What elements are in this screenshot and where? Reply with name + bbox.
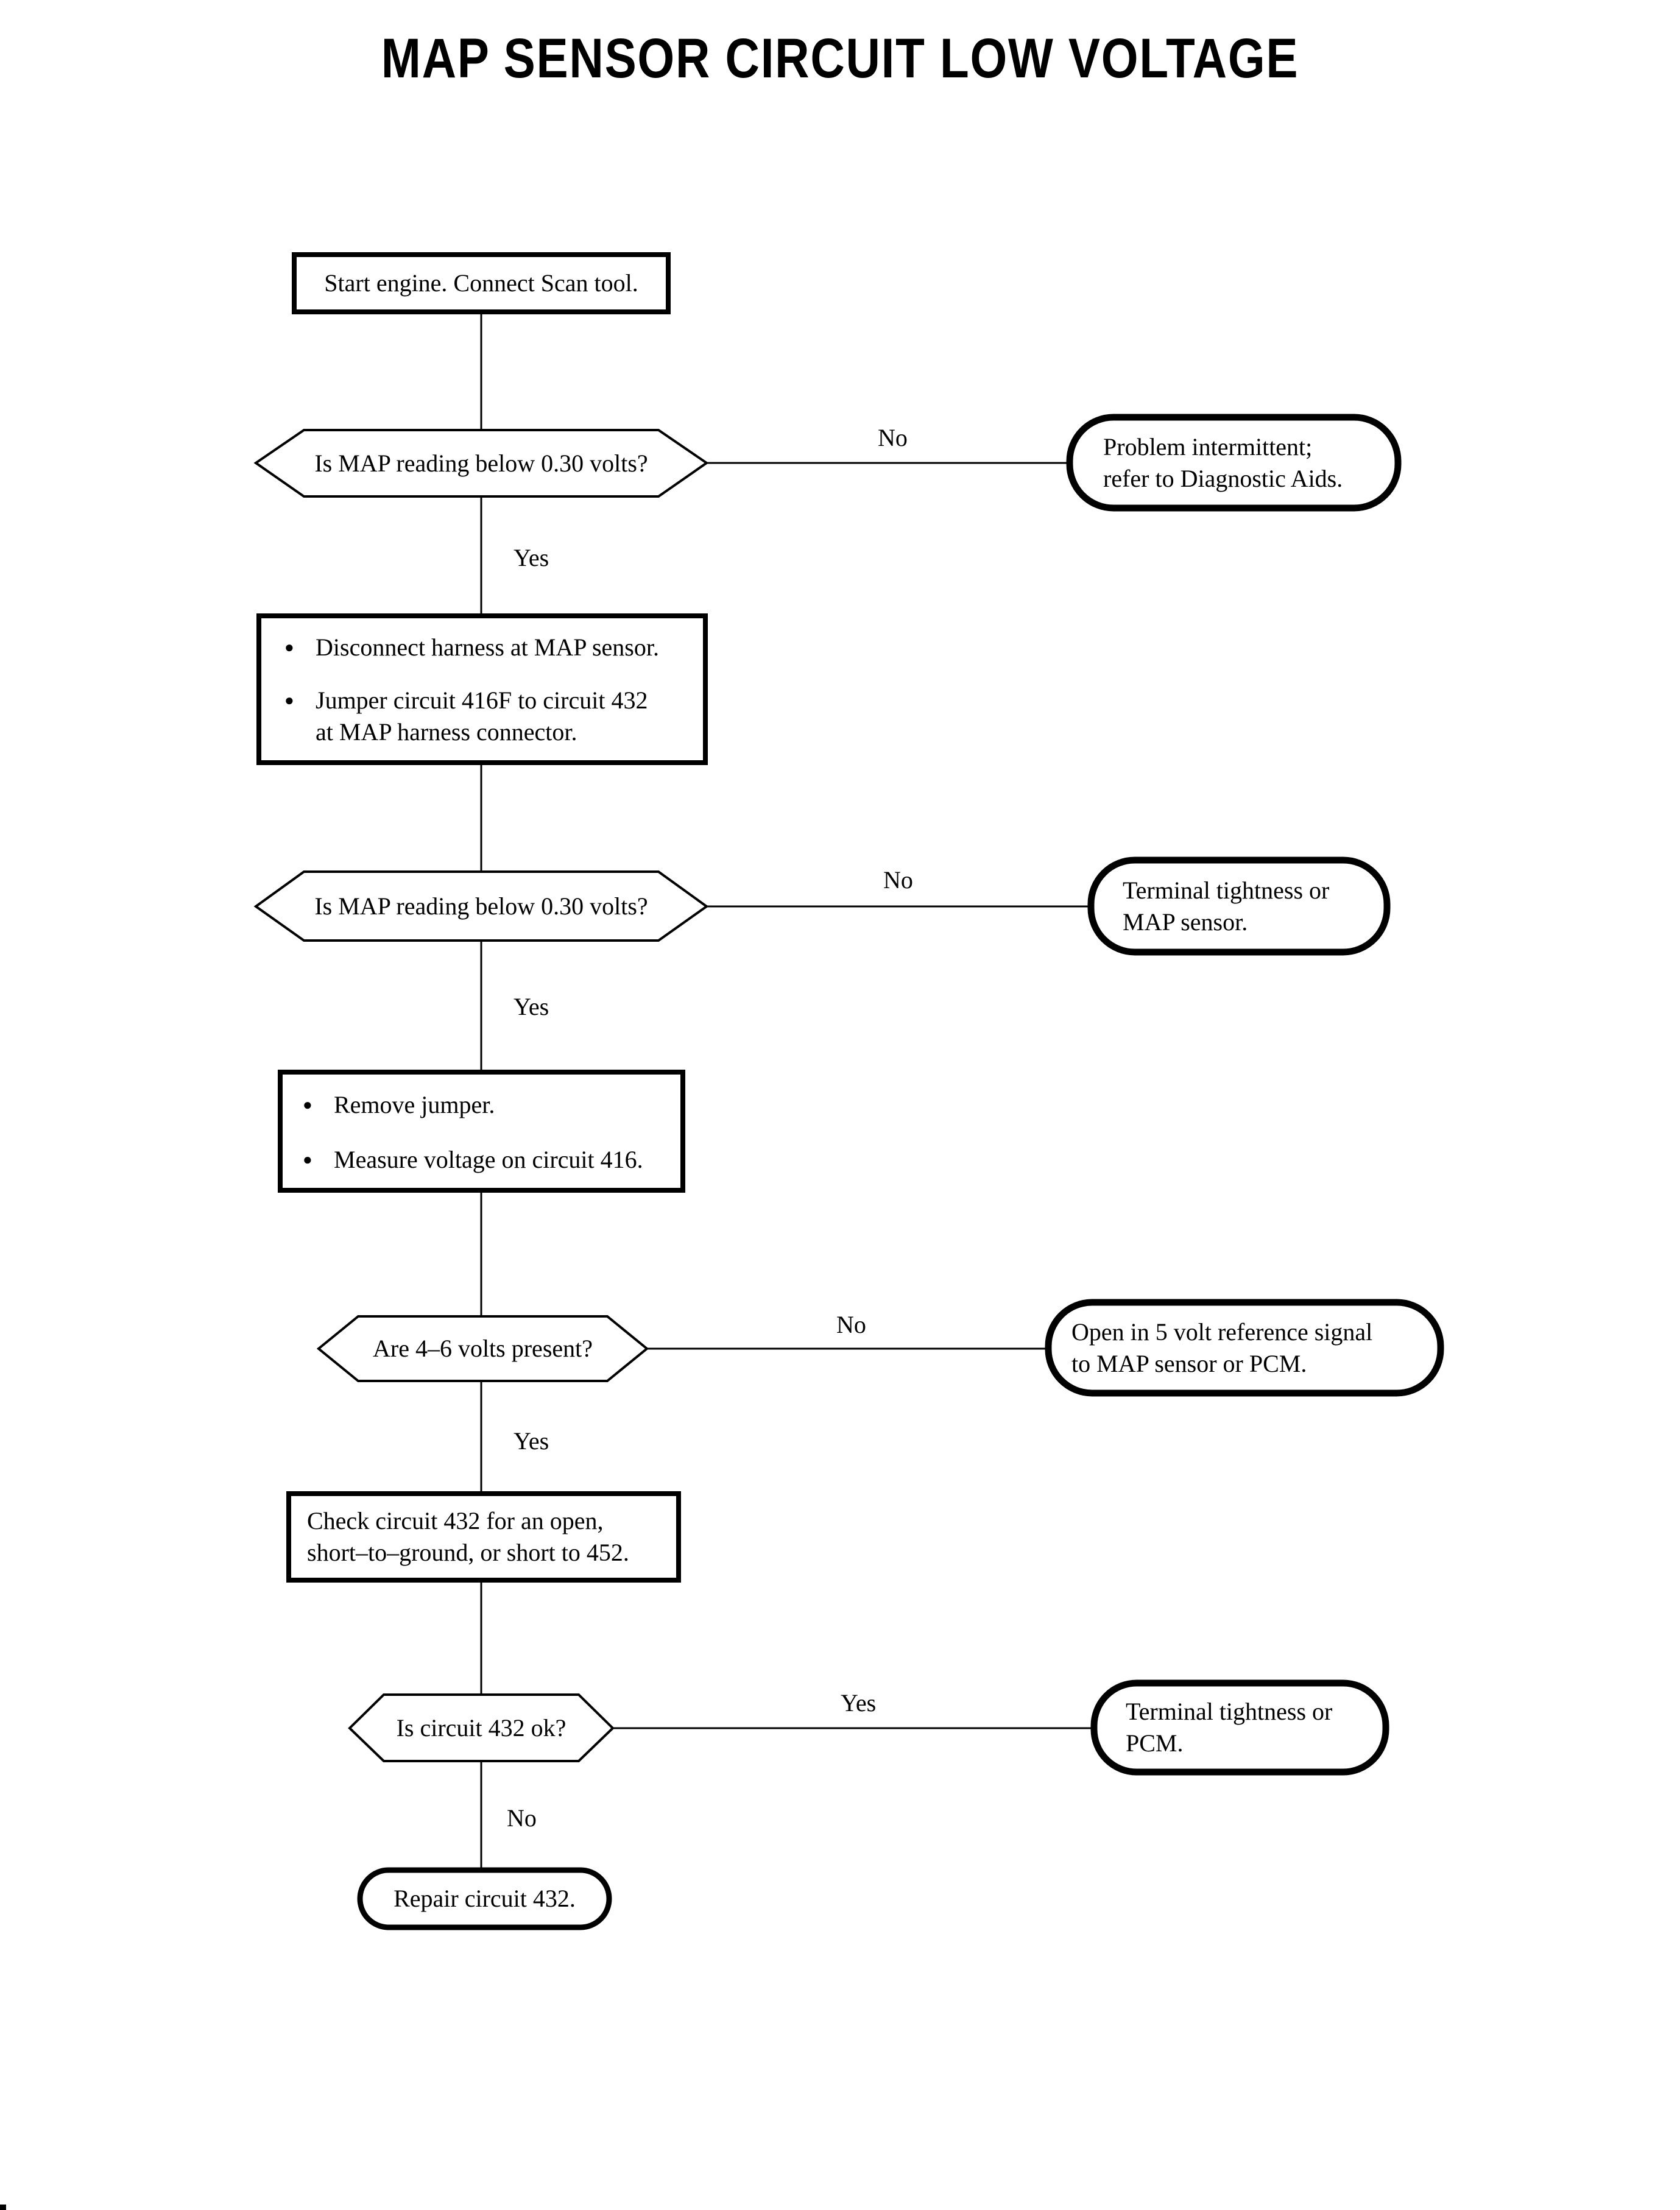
action-jumper-box-shape [256,613,708,765]
action-item-text: Disconnect harness at MAP sensor. [316,634,659,661]
action-item-text: Remove jumper. [334,1091,495,1118]
decision4-no-label: No [507,1804,537,1832]
action-check-text: Check circuit 432 for an open, short–to–… [307,1507,629,1566]
result-open-reference-text: Open in 5 volt reference signal to MAP s… [1071,1318,1373,1377]
decision4-text: Is circuit 432 ok? [396,1714,566,1742]
terminal-repair-oval-shape [357,1867,612,1930]
result-intermittent-oval-shape [1066,414,1402,512]
action-measure-box-shape [278,1070,685,1193]
terminal-repair-text: Repair circuit 432. [394,1885,576,1912]
scan-artifact [0,2205,6,2210]
decision4-yes-label: Yes [841,1689,877,1717]
decision4-hexagon-shape [348,1693,615,1762]
decision1-hexagon-shape [253,429,709,498]
decision3-hexagon-shape [316,1315,649,1382]
page-title: MAP SENSOR CIRCUIT LOW VOLTAGE [381,27,1299,90]
decision1-yes-label: Yes [514,544,549,571]
start-node-text: Start engine. Connect Scan tool. [324,269,638,297]
result-terminal-pcm-text: Terminal tightness or PCM. [1126,1698,1333,1757]
action-measure-item2: ● Measure voltage on circuit 416. [303,1144,668,1176]
decision2-no-label: No [883,866,913,894]
result-open-reference-oval-shape [1045,1299,1444,1397]
decision1-text: Is MAP reading below 0.30 volts? [314,449,648,477]
action-item-text: Measure voltage on circuit 416. [334,1146,643,1173]
result-terminal-pcm-oval-shape [1090,1679,1389,1776]
bullet-icon: ● [284,691,294,709]
action-measure-item1: ● Remove jumper. [303,1089,668,1121]
bullet-icon: ● [284,638,294,656]
result-intermittent-text: Problem intermittent; refer to Diagnosti… [1103,432,1343,492]
action-check-box-shape [286,1491,681,1583]
action-jumper-item1: ● Disconnect harness at MAP sensor. [284,632,686,663]
action-jumper-item2: ● Jumper circuit 416F to circuit 432 at … [284,685,686,748]
decision3-no-label: No [836,1311,866,1338]
result-terminal-map-oval-shape [1087,856,1391,956]
decision2-hexagon-shape [253,870,709,942]
action-item-text: Jumper circuit 416F to circuit 432 at MA… [316,687,648,746]
connector-lines [480,312,1094,1870]
bullet-icon: ● [303,1151,312,1168]
decision2-text: Is MAP reading below 0.30 volts? [314,892,648,920]
decision3-text: Are 4–6 volts present? [372,1335,593,1362]
decision3-yes-label: Yes [514,1427,549,1455]
start-box-shape [292,252,671,314]
result-terminal-map-text: Terminal tightness or MAP sensor. [1123,876,1330,936]
decision1-no-label: No [878,424,908,451]
bullet-icon: ● [303,1096,312,1114]
decision2-yes-label: Yes [514,993,549,1020]
